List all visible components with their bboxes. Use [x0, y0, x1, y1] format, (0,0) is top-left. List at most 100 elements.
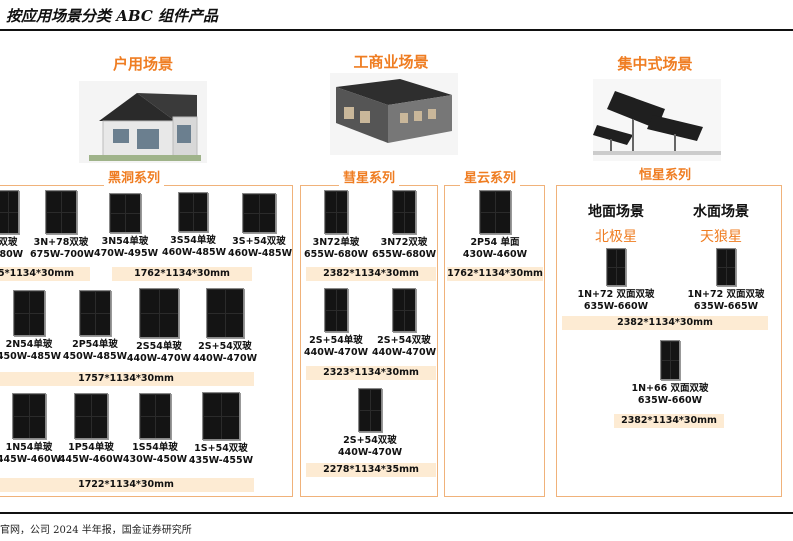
module-name: 2N54单玻	[5, 339, 53, 350]
source-note: 官网，公司 2024 半年报，国金证券研究所	[0, 525, 192, 536]
ground-series-name: 北极星	[595, 229, 637, 245]
module-image	[324, 288, 348, 332]
dimension-label: 1762*1134*30mm	[112, 267, 252, 281]
module-card: 1N+72 双面双玻 635W-665W	[676, 248, 776, 313]
module-card: 1N+72 双面双玻 635W-660W	[566, 248, 666, 313]
module-name: 3S54单玻	[170, 235, 216, 246]
module-name: 3S+54双玻	[232, 236, 286, 247]
module-name: 1N+72 双面双玻	[687, 289, 765, 300]
module-card: 2N54单玻 450W-485W	[0, 290, 62, 363]
module-power: 445W-460W	[58, 454, 124, 465]
top-rule	[0, 29, 793, 31]
module-image	[660, 340, 680, 380]
module-power: 470W-495W	[94, 248, 159, 259]
module-name: 1P54单玻	[68, 442, 114, 453]
module-image	[79, 290, 111, 336]
dimension-label: 2382*1134*30mm	[614, 414, 724, 428]
module-card: 2S+54双玻 440W-470W	[192, 288, 258, 365]
series-label-hengxing: 恒星系列	[635, 164, 696, 183]
module-name: 2S+54双玻	[377, 335, 431, 346]
module-name: 2P54 单面	[470, 237, 520, 248]
dimension-label: 2323*1134*30mm	[306, 366, 436, 380]
module-card: 3N72单玻 655W-680W	[304, 190, 368, 261]
residential-house-image	[79, 81, 207, 163]
huixing-series-panel	[300, 185, 438, 497]
page-title: 按应用场景分类 ABC 组件产品	[6, 7, 218, 25]
module-power: 445W-460W	[0, 454, 62, 465]
module-power: 635W-660W	[637, 395, 703, 406]
module-image	[74, 393, 108, 439]
module-name: 3N72单玻	[312, 237, 360, 248]
xingyun-series-panel	[444, 185, 545, 497]
water-scene-label: 水面场景	[693, 204, 749, 220]
dimension-label: 5*1134*30mm	[0, 267, 90, 281]
module-power: 450W-485W	[62, 351, 128, 362]
module-card: 2S+54单玻 440W-470W	[304, 288, 368, 359]
module-name: 3N54单玻	[101, 236, 149, 247]
scene-label-residential: 户用场景	[112, 55, 173, 73]
module-power: 460W-485W	[228, 248, 293, 259]
module-image	[13, 290, 45, 336]
module-name: 1S54单玻	[132, 442, 178, 453]
module-card: 3S+54双玻 460W-485W	[228, 193, 293, 260]
module-image	[178, 192, 208, 232]
module-image	[242, 193, 276, 233]
module-power: 440W-470W	[372, 347, 437, 358]
module-name: 1N+72 双面双玻	[577, 289, 655, 300]
module-image	[202, 392, 240, 440]
module-name: 1N54单玻	[5, 442, 53, 453]
module-name: 3N+78双玻	[33, 237, 89, 248]
module-power: 440W-470W	[338, 447, 403, 458]
bottom-rule	[0, 512, 793, 514]
module-name: 2S+54单玻	[309, 335, 363, 346]
module-power: 675W-700W	[30, 249, 95, 260]
module-card: 双玻 680W	[0, 190, 30, 261]
module-image	[206, 288, 244, 338]
scene-label-commercial: 工商业场景	[353, 53, 429, 71]
module-name: 双玻	[0, 237, 18, 248]
module-image	[606, 248, 626, 286]
series-label-huixing: 彗星系列	[339, 167, 400, 186]
module-card: 3N+78双玻 675W-700W	[30, 190, 95, 261]
hengxing-series-panel	[556, 185, 782, 497]
scene-label-utility: 集中式场景	[617, 55, 693, 73]
module-power: 440W-470W	[126, 353, 192, 364]
module-image	[392, 288, 416, 332]
module-image	[392, 190, 416, 234]
module-card: 1N+66 双面双玻 635W-660W	[620, 340, 720, 407]
heidong-series-panel	[0, 185, 293, 497]
module-power: 655W-680W	[372, 249, 437, 260]
module-image	[45, 190, 77, 234]
module-name: 3N72双玻	[380, 237, 428, 248]
module-power: 430W-460W	[462, 249, 528, 260]
series-label-xingyun: 星云系列	[460, 167, 521, 186]
module-power: 435W-455W	[188, 455, 254, 466]
module-card: 1S54单玻 430W-450W	[122, 393, 188, 466]
module-power: 680W	[0, 249, 24, 260]
module-card: 1P54单玻 445W-460W	[58, 393, 124, 466]
module-power: 460W-485W	[162, 247, 227, 258]
module-power: 440W-470W	[304, 347, 369, 358]
module-power: 635W-665W	[693, 301, 759, 312]
module-card: 3N72双玻 655W-680W	[372, 190, 436, 261]
module-image	[716, 248, 736, 286]
module-power: 440W-470W	[192, 353, 258, 364]
module-card: 1N54单玻 445W-460W	[0, 393, 62, 466]
module-name: 2S+54双玻	[343, 435, 397, 446]
module-image	[324, 190, 348, 234]
module-power: 430W-450W	[122, 454, 188, 465]
dimension-label: 1757*1134*30mm	[0, 372, 254, 386]
module-image	[479, 190, 511, 234]
utility-solar-image	[593, 79, 721, 161]
module-card: 2S+54双玻 440W-470W	[372, 288, 436, 359]
module-name: 1N+66 双面双玻	[631, 383, 709, 394]
module-card: 3S54单玻 460W-485W	[162, 192, 227, 259]
commercial-building-image	[330, 73, 458, 155]
module-name: 2P54单玻	[72, 339, 118, 350]
module-image	[0, 190, 19, 234]
module-card: 3N54单玻 470W-495W	[94, 193, 159, 260]
series-label-heidong: 黑洞系列	[104, 167, 165, 186]
module-card: 2S+54双玻 440W-470W	[338, 388, 402, 459]
dimension-label: 2278*1134*35mm	[306, 463, 436, 477]
module-image	[109, 193, 141, 233]
